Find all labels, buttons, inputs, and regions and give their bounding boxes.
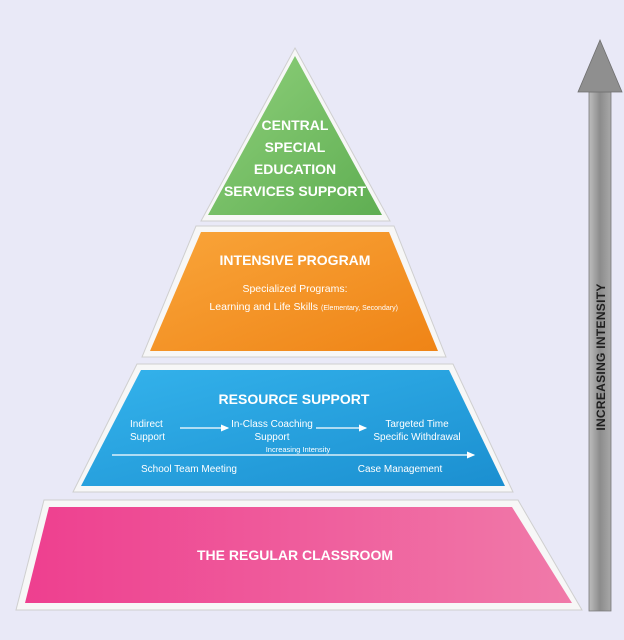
intensive-line-1: Specialized Programs: <box>242 283 347 295</box>
step-indirect-line-2: Support <box>130 432 165 443</box>
tier-resource-support: RESOURCE SUPPORT Indirect Support In-Cla… <box>72 363 514 493</box>
step-withdrawal-line-1: Targeted Time <box>385 419 449 430</box>
school-team-meeting-label: School Team Meeting <box>141 464 237 475</box>
resource-title: RESOURCE SUPPORT <box>219 391 370 407</box>
tier-central-special-education: CENTRAL SPECIAL EDUCATION SERVICES SUPPO… <box>200 46 391 222</box>
central-line-2: SPECIAL <box>265 139 326 155</box>
intensive-line-2: Learning and Life Skills <box>209 301 318 313</box>
step-indirect-line-1: Indirect <box>130 419 163 430</box>
step-withdrawal-line-2: Specific Withdrawal <box>373 432 460 443</box>
tier-regular-classroom: THE REGULAR CLASSROOM <box>15 499 583 611</box>
classroom-title: THE REGULAR CLASSROOM <box>197 547 393 563</box>
central-line-3: EDUCATION <box>254 161 336 177</box>
step-coaching-line-1: In-Class Coaching <box>231 419 313 430</box>
increasing-intensity-arrow-graphic: INCREASING INTENSITY <box>577 38 623 612</box>
tier-intensive-program: INTENSIVE PROGRAM Specialized Programs: … <box>141 225 447 358</box>
increasing-intensity-label: Increasing Intensity <box>266 445 331 454</box>
step-coaching-line-2: Support <box>254 432 289 443</box>
intensive-line-2-detail: (Elementary, Secondary) <box>321 305 398 312</box>
increasing-intensity-vertical-label: INCREASING INTENSITY <box>594 283 608 430</box>
central-line-1: CENTRAL <box>262 117 329 133</box>
case-management-label: Case Management <box>358 464 443 475</box>
intensive-title: INTENSIVE PROGRAM <box>220 252 371 268</box>
central-line-4: SERVICES SUPPORT <box>224 183 367 199</box>
